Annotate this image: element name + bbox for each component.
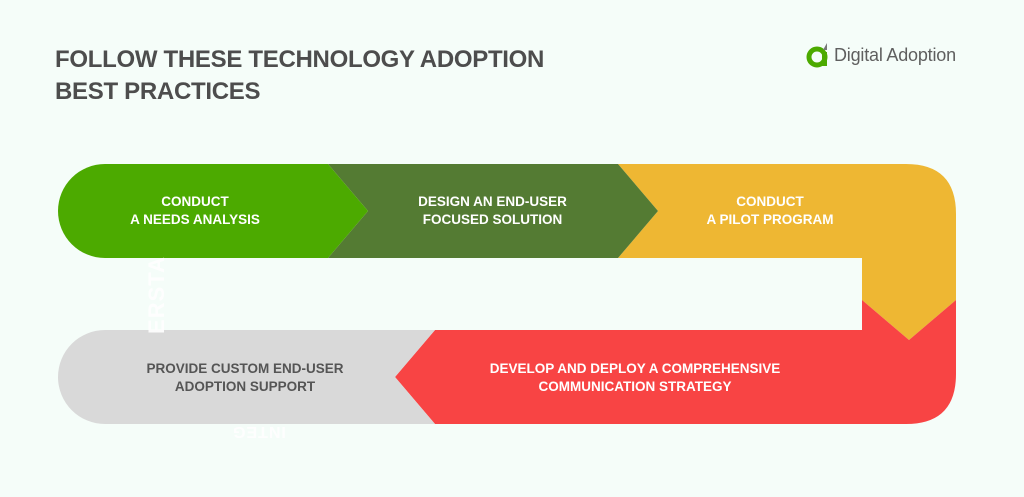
ghost-text-upside-down: INTEG bbox=[232, 423, 286, 440]
title-line-1: FOLLOW THESE TECHNOLOGY ADOPTION bbox=[55, 46, 545, 73]
page-title: FOLLOW THESE TECHNOLOGY ADOPTION BEST PR… bbox=[55, 44, 544, 108]
step-5-label: PROVIDE CUSTOM END-USER ADOPTION SUPPORT bbox=[146, 361, 344, 394]
step-1-shape bbox=[58, 164, 368, 258]
step-3-shape bbox=[618, 164, 956, 340]
digital-adoption-a-icon bbox=[806, 43, 828, 68]
step-4-shape bbox=[395, 300, 956, 424]
title-line-2: BEST PRACTICES bbox=[55, 78, 261, 105]
step-5-shape bbox=[58, 330, 435, 424]
ghost-text-vertical: ERSTA bbox=[143, 256, 169, 334]
brand-logo: Digital Adoption bbox=[806, 42, 956, 68]
step-2-label: DESIGN AN END-USER FOCUSED SOLUTION bbox=[418, 194, 567, 227]
logo-text: Digital Adoption bbox=[834, 44, 956, 65]
step-2-shape bbox=[328, 164, 658, 258]
step-3-label: CONDUCT A PILOT PROGRAM bbox=[706, 194, 834, 227]
step-4-label: DEVELOP AND DEPLOY A COMPREHENSIVE COMMU… bbox=[489, 361, 781, 394]
step-1-label: CONDUCT A NEEDS ANALYSIS bbox=[130, 194, 260, 227]
